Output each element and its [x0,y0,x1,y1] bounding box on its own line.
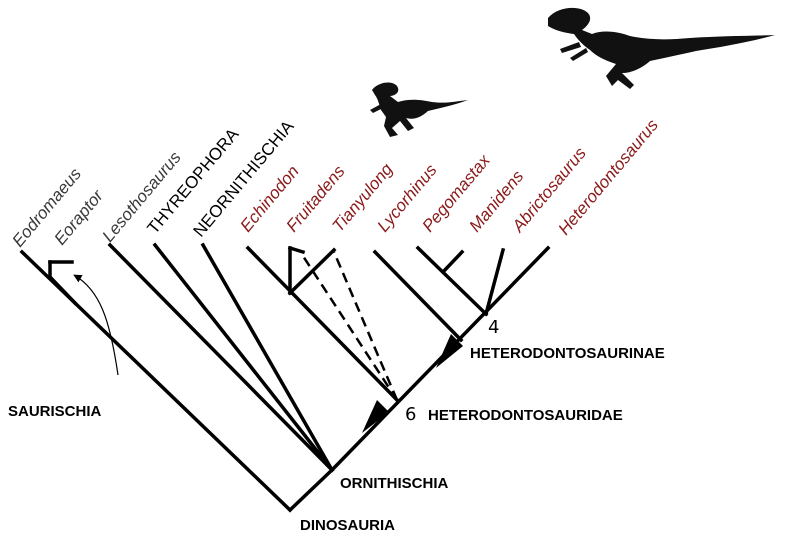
label-ornithischia: ORNITHISCHIA [340,475,449,492]
branch-tianyulong [287,247,337,296]
large-dinosaur-silhouette [548,7,775,89]
label-dinosauria: DINOSAURIA [300,517,395,534]
heterodontosaurinae-branches [372,245,506,343]
branch-echinodon-group [245,245,400,403]
node-number-heterodontosauridae: 6 [405,404,416,425]
branch-fruitadens-tip [287,245,306,255]
dashed-branch-fruitadens [301,255,399,401]
arrow-heterodontosauridae [362,400,389,433]
arrow-heterodontosaurinae [436,334,463,368]
branch-saurischia-node [47,274,78,306]
branch-dinosauria-right [287,467,335,513]
label-saurischia: SAURISCHIA [8,403,102,420]
branch-lesothosaurus [107,242,335,473]
branch-pegomastax-tip [440,249,465,275]
dashed-branch-tianyulong [332,251,399,401]
saurischia-pointer-arrow [73,274,119,376]
branch-lycorhinus [372,249,464,343]
branch-neornithischia [200,242,335,473]
label-heterodontosaurinae: HETERODONTOSAURINAE [470,345,665,362]
small-dinosaur-silhouette [370,82,468,137]
branch-abrictosaurus [483,247,506,317]
tree-branches [19,242,551,513]
taxon-labels: EodromaeusEoraptorLesothosaurusTHYREOPHO… [9,115,663,250]
branch-thyreophora [152,242,335,473]
label-heterodontosauridae: HETERODONTOSAURIDAE [428,407,623,424]
node-number-heterodontosaurinae: 4 [488,317,499,338]
node-arrows [362,334,463,433]
branch-pegomastax-group [415,245,489,317]
dashed-branches [301,251,399,401]
